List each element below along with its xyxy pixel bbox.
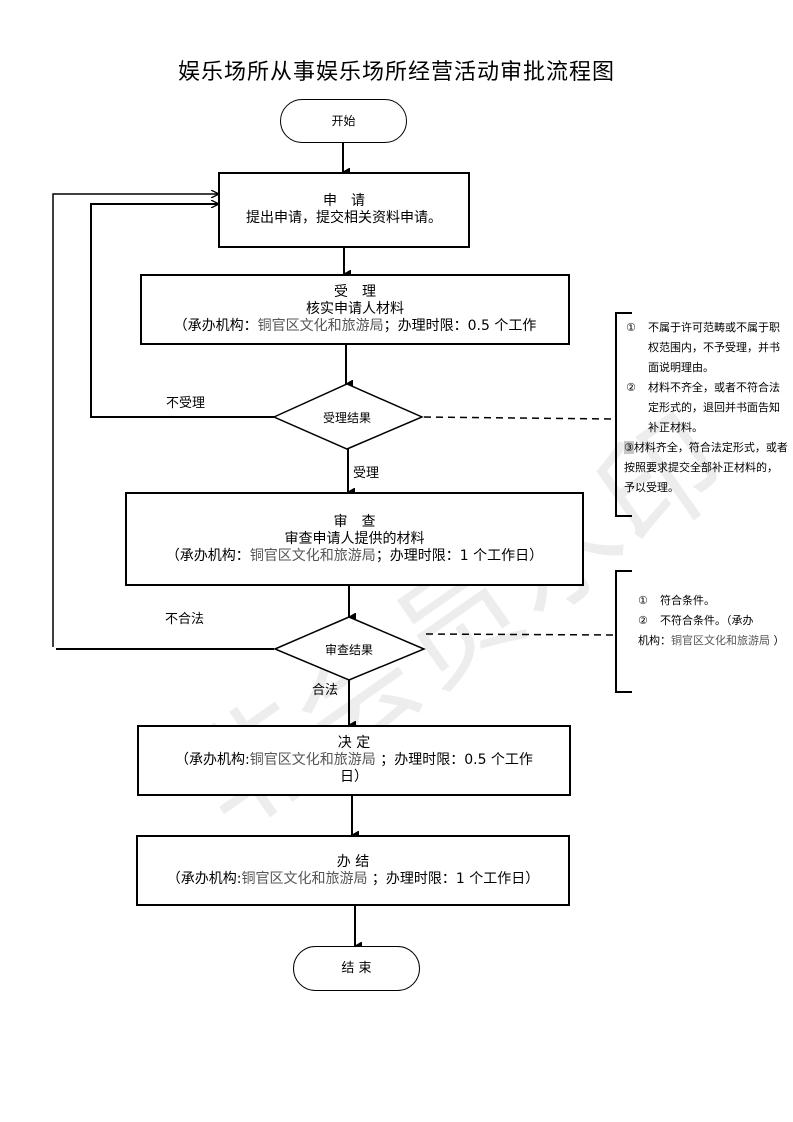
- accept-result-note: ① 不属于许可范畴或不属于职权范围内，不予受理，并书面说明理由。 ② 材料不齐全，或…: [624, 318, 788, 498]
- accept-org: 铜官区文化和旅游局: [257, 318, 384, 334]
- edge-label-legal: 合法: [312, 683, 339, 698]
- accept-desc: 核实申请人材料: [306, 301, 404, 317]
- dashed-link-accept-note: [423, 416, 616, 420]
- review-org: 铜官区文化和旅游局: [249, 547, 376, 564]
- note-tail-post: ）: [770, 634, 785, 647]
- end-label: 结 束: [341, 961, 372, 976]
- edge-illegal-loop: [52, 194, 218, 647]
- review-desc: 审查申请人提供的材料: [284, 530, 425, 547]
- finish-org: 铜官区文化和旅游局: [241, 870, 368, 887]
- note-item: ① 符合条件。: [638, 591, 788, 611]
- note-item-text: 不符合条件。（承办: [660, 614, 754, 627]
- finish-detail-pre: （承办机构:: [166, 870, 242, 887]
- edge-label-illegal: 不合法: [165, 612, 205, 627]
- accept-result-label: 受理结果: [322, 411, 371, 425]
- note-item-text: 材料不齐全，或者不符合法定形式的，退回并书面告知补正材料。: [648, 381, 780, 434]
- apply-node: 申 请 提出申请，提交相关资料申请。: [218, 172, 470, 248]
- finish-node: 办 结 （承办机构:铜官区文化和旅游局 ；办理时限：1 个工作日）: [136, 835, 570, 906]
- edge-not-accepted-loop: [90, 204, 274, 418]
- note-item-marker: ①: [626, 321, 636, 334]
- accept-title: 受 理: [334, 284, 376, 300]
- accept-result-diamond: [272, 383, 424, 450]
- note-item-marker: ①: [638, 594, 648, 607]
- start-node: 开始: [280, 99, 407, 143]
- note-item-text: 不属于许可范畴或不属于职权范围内，不予受理，并书面说明理由。: [648, 321, 780, 374]
- note-tail-org: 铜官区文化和旅游局: [671, 634, 770, 647]
- note-tail-pre: 机构：: [638, 634, 671, 647]
- accept-detail: （承办机构：铜官区文化和旅游局；办理时限：0.5 个工作: [142, 318, 568, 335]
- review-result-note: ① 符合条件。 ② 不符合条件。（承办 机构：铜官区文化和旅游局 ）: [638, 591, 788, 651]
- start-label: 开始: [331, 113, 356, 128]
- note-item-text: 材料齐全，符合法定形式，或者按照要求提交全部补正材料的，予以受理。: [624, 441, 788, 494]
- finish-title: 办 结: [336, 853, 370, 870]
- accept-node: 受 理 核实申请人材料 （承办机构：铜官区文化和旅游局；办理时限：0.5 个工作: [140, 274, 570, 345]
- note-item: ② 不符合条件。（承办: [638, 611, 788, 631]
- review-result-label: 审查结果: [324, 643, 373, 657]
- finish-detail: （承办机构:铜官区文化和旅游局 ；办理时限：1 个工作日）: [138, 871, 568, 888]
- edge-label-not-accepted: 不受理: [166, 396, 206, 411]
- apply-title: 申 请: [323, 193, 365, 209]
- note-item-marker: ②: [626, 381, 636, 394]
- page-title: 娱乐场所从事娱乐场所经营活动审批流程图: [177, 60, 615, 85]
- decide-title: 决 定: [337, 735, 371, 751]
- decide-detail: （承办机构:铜官区文化和旅游局 ；办理时限：0.5 个工作: [139, 752, 569, 769]
- note-item-marker: ③: [624, 441, 634, 454]
- note-item-marker: ②: [638, 614, 648, 627]
- note-item-tail: 机构：铜官区文化和旅游局 ）: [638, 631, 788, 651]
- decide-detail-cont: 日）: [340, 769, 368, 785]
- note-item-text: 符合条件。: [660, 594, 715, 607]
- review-detail-pre: （承办机构：: [165, 547, 250, 564]
- decide-node: 决 定 （承办机构:铜官区文化和旅游局 ；办理时限：0.5 个工作 日）: [137, 725, 571, 796]
- review-note-bracket: [615, 570, 632, 693]
- review-title: 审 查: [333, 513, 376, 530]
- review-detail: （承办机构：铜官区文化和旅游局；办理时限：1 个工作日）: [127, 548, 582, 565]
- edge-label-accepted: 受理: [353, 466, 380, 481]
- review-result-diamond: [273, 616, 426, 681]
- note-item: ② 材料不齐全，或者不符合法定形式的，退回并书面告知补正材料。: [626, 378, 788, 438]
- decide-org: 铜官区文化和旅游局: [249, 752, 376, 768]
- decide-detail-pre: （承办机构:: [175, 752, 250, 768]
- review-node: 审 查 审查申请人提供的材料 （承办机构：铜官区文化和旅游局；办理时限：1 个工…: [125, 492, 584, 586]
- end-node: 结 束: [293, 946, 420, 991]
- apply-desc: 提出申请，提交相关资料申请。: [246, 210, 442, 226]
- review-detail-post: ；办理时限：1 个工作日）: [375, 547, 544, 564]
- accept-note-bracket: [615, 312, 632, 517]
- note-item: ① 不属于许可范畴或不属于职权范围内，不予受理，并书面说明理由。: [626, 318, 788, 378]
- note-item: ③材料齐全，符合法定形式，或者按照要求提交全部补正材料的，予以受理。: [624, 438, 788, 498]
- decide-detail-post: ；办理时限：0.5 个工作: [375, 752, 533, 768]
- dashed-link-review-note: [425, 633, 617, 636]
- accept-detail-post: ；办理时限：0.5 个工作: [383, 318, 537, 334]
- finish-detail-post: ；办理时限：1 个工作日）: [367, 870, 540, 887]
- accept-detail-pre: （承办机构：: [173, 318, 258, 334]
